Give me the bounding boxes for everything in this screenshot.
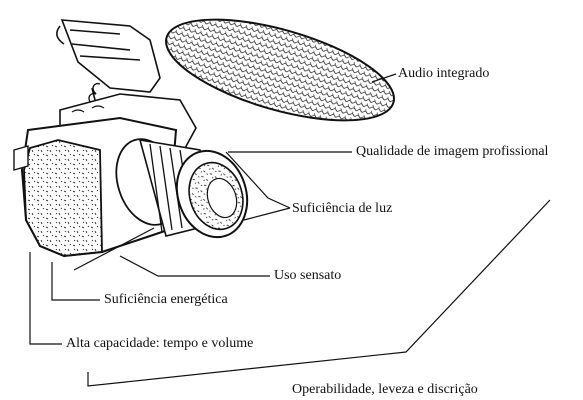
label-qualidade-imagem: Qualidade de imagem profissional [356, 144, 548, 160]
label-operabilidade: Operabilidade, leveza e discrição [292, 382, 478, 398]
label-suficiencia-energetica: Suficiência energética [104, 292, 228, 308]
camera-grip [24, 140, 102, 256]
label-uso-sensato: Uso sensato [274, 268, 341, 284]
label-suficiencia-luz: Suficiência de luz [292, 201, 392, 217]
mic-windscreen [156, 0, 405, 141]
label-audio-integrado: Audio integrado [398, 66, 489, 82]
label-alta-capacidade: Alta capacidade: tempo e volume [66, 336, 253, 352]
